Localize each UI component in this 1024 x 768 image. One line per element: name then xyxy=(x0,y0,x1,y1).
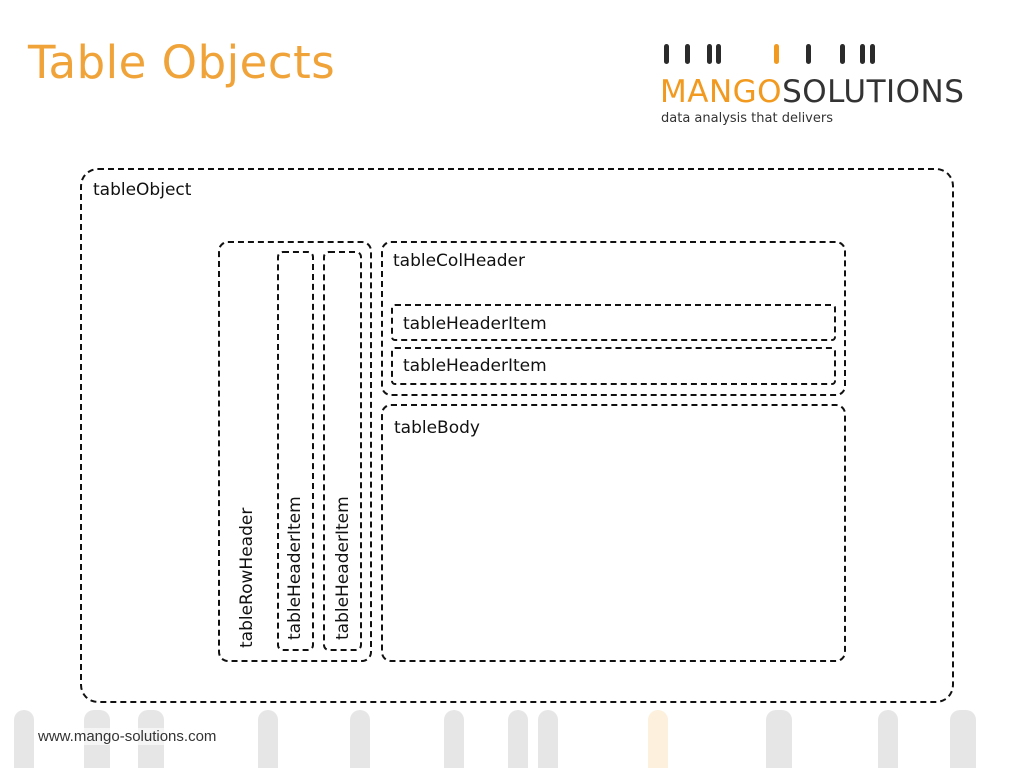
logo-tagline: data analysis that delivers xyxy=(661,111,833,126)
col-header-item-label: tableHeaderItem xyxy=(403,314,547,334)
table-row-header-label: tableRowHeader xyxy=(237,507,257,648)
col-header-item-label: tableHeaderItem xyxy=(403,356,547,376)
row-header-item-box xyxy=(277,251,314,651)
row-header-item-label: tableHeaderItem xyxy=(285,496,305,640)
table-object-label: tableObject xyxy=(93,180,192,200)
table-col-header-label: tableColHeader xyxy=(393,251,525,271)
table-object-box xyxy=(80,168,954,703)
row-header-item-box xyxy=(323,251,362,651)
table-body-box xyxy=(381,404,846,662)
logo-word-mango: MANGO xyxy=(660,74,783,110)
footer-url: www.mango-solutions.com xyxy=(38,728,217,745)
slide-title: Table Objects xyxy=(28,36,336,89)
table-body-label: tableBody xyxy=(394,418,480,438)
logo-wordmark: MANGOSOLUTIONS xyxy=(660,74,964,110)
logo-word-solutions: SOLUTIONS xyxy=(782,74,965,110)
table-row-header-box xyxy=(218,241,372,662)
logo-bars-graphic xyxy=(662,44,882,66)
col-header-item-box xyxy=(391,347,836,385)
col-header-item-box xyxy=(391,304,836,341)
table-col-header-box xyxy=(381,241,846,396)
row-header-item-label: tableHeaderItem xyxy=(333,496,353,640)
mango-solutions-logo: MANGOSOLUTIONS data analysis that delive… xyxy=(660,44,990,130)
